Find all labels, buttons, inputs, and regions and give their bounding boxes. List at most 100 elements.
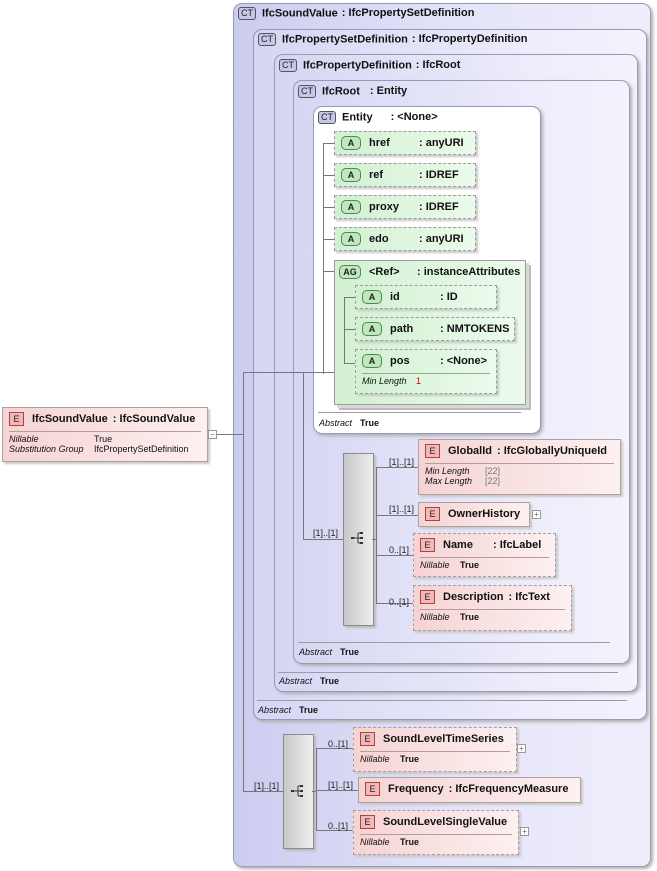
cardinality-name: 0..[1]: [389, 545, 410, 555]
connector: [376, 515, 418, 516]
element-badge: E: [420, 590, 435, 604]
element-badge: E: [365, 782, 380, 796]
ifcpropertysetdefinition-divider: [257, 700, 627, 701]
connector: [243, 791, 283, 792]
attribute-group-badge: AG: [339, 265, 361, 279]
element-prop: Max Length[22]: [425, 476, 501, 486]
connector: [316, 830, 353, 831]
connector: [243, 372, 303, 373]
element-divider: [360, 834, 512, 835]
sequence-icon: [291, 785, 305, 800]
attribute-badge: A: [341, 200, 361, 214]
attribute-badge: A: [362, 354, 382, 368]
connector: [323, 239, 334, 240]
connector: [376, 555, 413, 556]
attribute-badge: A: [362, 322, 382, 336]
group-attr-connector: [344, 297, 345, 363]
attribute-badge: A: [362, 290, 382, 304]
connector: [323, 175, 334, 176]
connector: [372, 539, 376, 540]
connector: [323, 143, 334, 144]
sound-branch-connector: [316, 748, 317, 830]
cardinality-description: 0..[1]: [389, 597, 410, 607]
sequence-branch-connector: [376, 467, 377, 603]
ct-badge: CT: [318, 111, 336, 124]
attribute-badge: A: [341, 136, 361, 150]
ifcroot-divider: [298, 642, 610, 643]
ifcpropertydefinition-divider: [278, 672, 618, 673]
cardinality-soundlevelsinglevalue: 0..[1]: [328, 821, 349, 831]
connector: [303, 539, 343, 540]
ifcroot-sequence-cardinality: [1]..[1]: [313, 528, 339, 538]
connector: [344, 363, 355, 364]
connector: [303, 372, 334, 373]
ct-badge: CT: [279, 59, 297, 72]
element-prop: Min Length[22]: [425, 466, 501, 476]
element-divider: [425, 463, 614, 464]
connector: [344, 329, 355, 330]
ct-badge: CT: [258, 33, 276, 46]
connector: [376, 467, 418, 468]
collapse-root-icon[interactable]: −: [208, 430, 217, 439]
ct-badge: CT: [238, 7, 256, 20]
entity-attr-connector: [323, 143, 324, 374]
element-badge: E: [425, 444, 440, 458]
connector: [376, 603, 413, 604]
element-divider: [420, 609, 565, 610]
connector: [323, 271, 334, 272]
expand-soundleveltimeseries-icon[interactable]: +: [517, 744, 526, 753]
attribute-group-header: AG<Ref>: instanceAttributes: [339, 265, 520, 279]
cardinality-ownerhistory: [1]..[1]: [389, 504, 415, 514]
element-badge: E: [9, 412, 24, 426]
entity-divider: [318, 412, 521, 413]
cardinality-frequency: [1]..[1]: [328, 780, 354, 790]
cardinality-soundleveltimeseries: 0..[1]: [328, 739, 349, 749]
connector: [344, 297, 355, 298]
element-badge: E: [420, 538, 435, 552]
ct-badge: CT: [298, 85, 316, 98]
sequence-icon: [351, 532, 365, 547]
connector: [316, 748, 353, 749]
connector: [217, 434, 243, 435]
element-divider: [9, 431, 201, 432]
sound-sequence-cardinality: [1]..[1]: [254, 781, 280, 791]
ifcroot-main-connector: [303, 372, 304, 539]
expand-soundlevelsinglevalue-icon[interactable]: +: [520, 827, 529, 836]
element-badge: E: [360, 732, 375, 746]
attribute-divider: [362, 373, 490, 374]
element-divider: [360, 751, 510, 752]
element-badge: E: [360, 815, 375, 829]
attribute-badge: A: [341, 168, 361, 182]
expand-ownerhistory-icon[interactable]: +: [532, 510, 541, 519]
